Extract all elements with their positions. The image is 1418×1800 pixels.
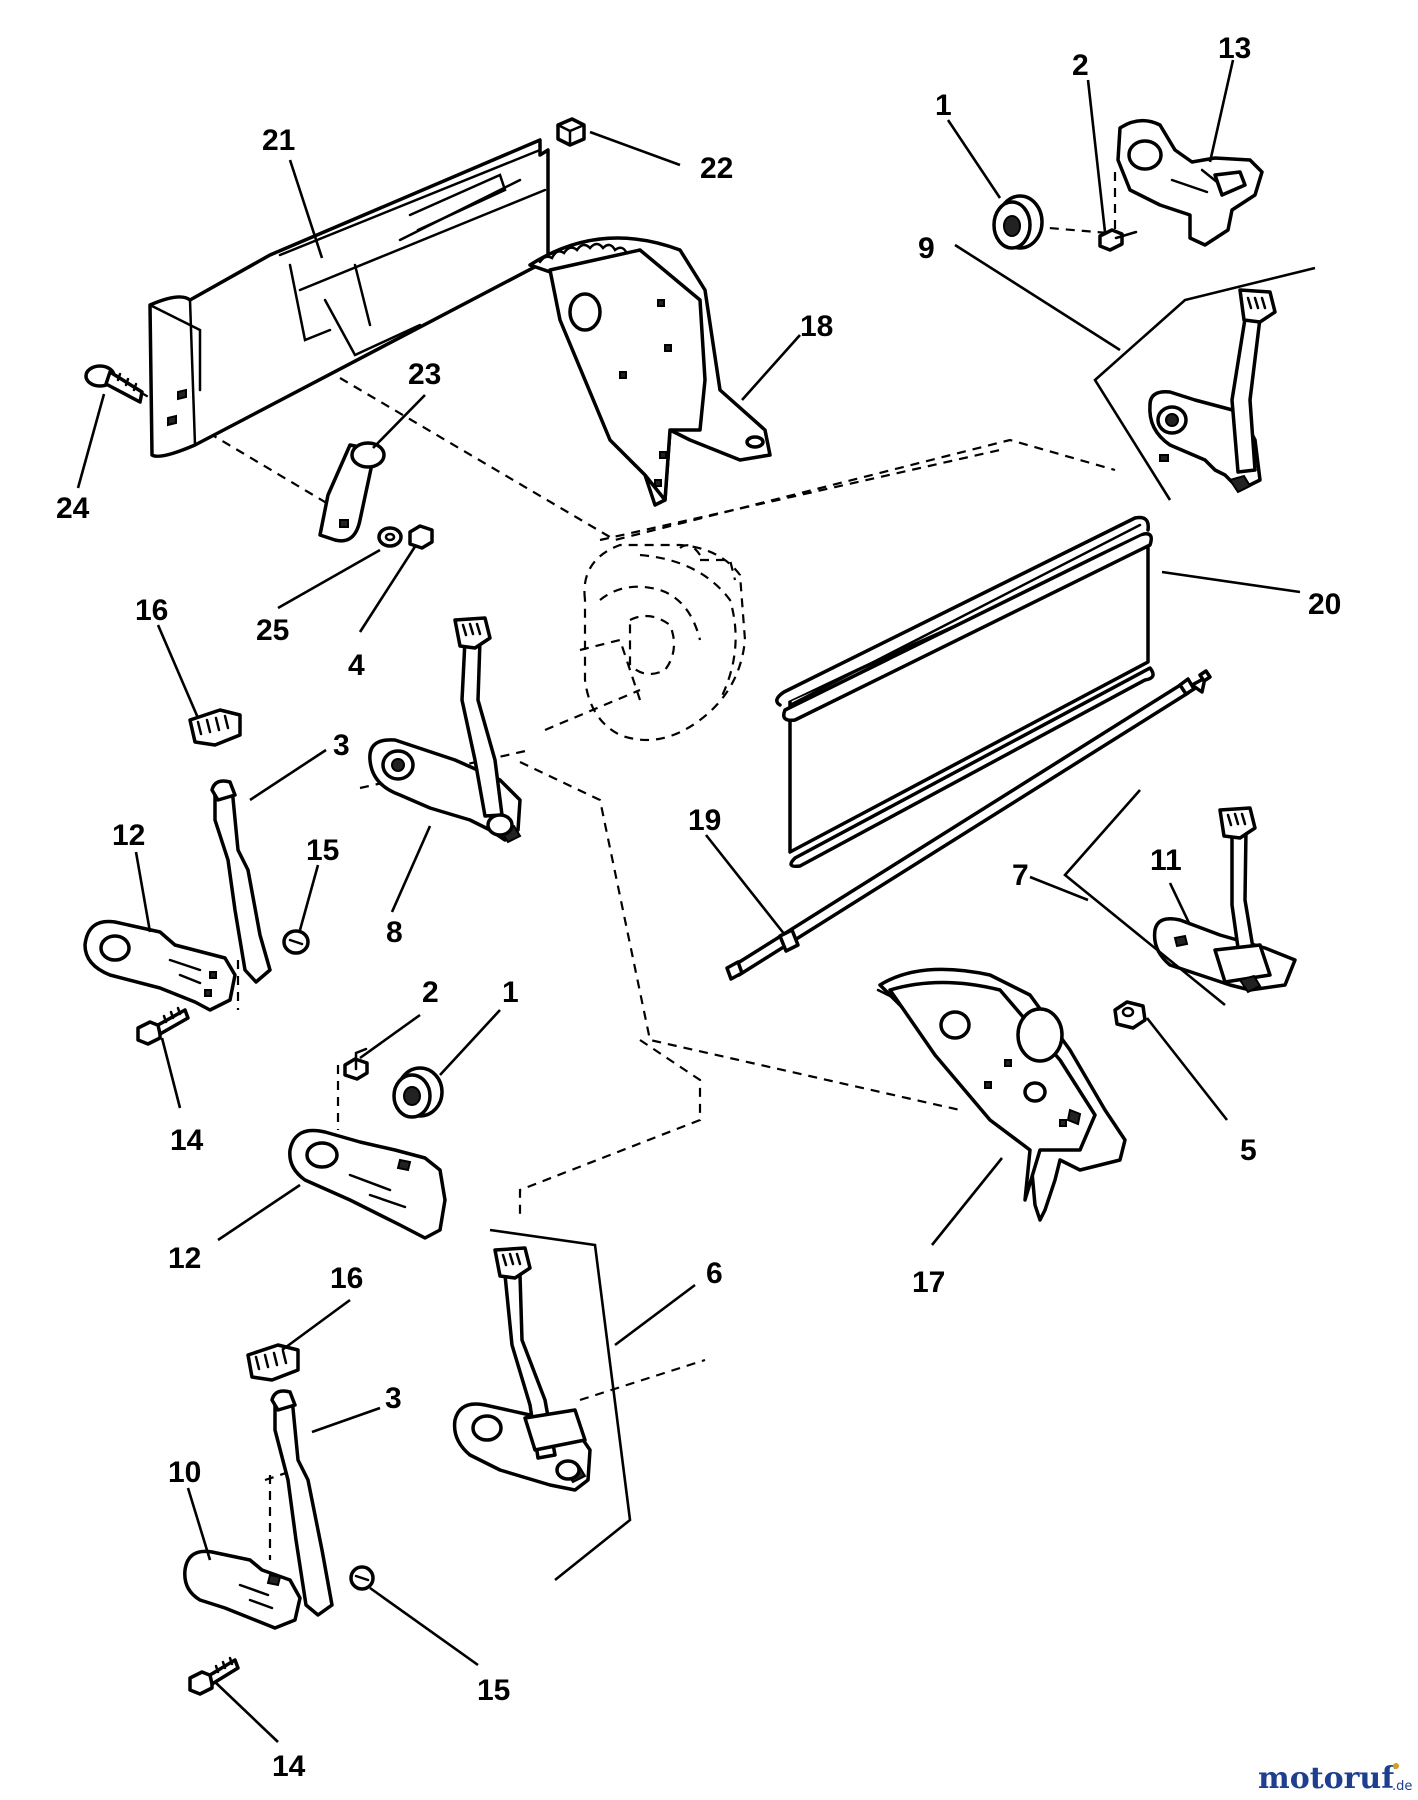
callout-9: 9 bbox=[918, 232, 935, 265]
callout-5: 5 bbox=[1240, 1134, 1257, 1167]
plate-part-12-middle bbox=[288, 1128, 447, 1240]
callout-21: 21 bbox=[262, 124, 295, 157]
leader-lines bbox=[76, 59, 1301, 1743]
plate-part-17 bbox=[876, 967, 1127, 1222]
callout-24: 24 bbox=[56, 492, 90, 525]
lever-arm-part-3-upper bbox=[210, 779, 272, 984]
watermark-brand: motoruf bbox=[1258, 1761, 1396, 1796]
watermark-suffix: .de bbox=[1392, 1779, 1412, 1794]
washer-part-25 bbox=[377, 526, 403, 548]
watermark-logo: motoruf .de bbox=[1258, 1761, 1412, 1796]
callout-19: 19 bbox=[688, 804, 721, 837]
bolt-part-2-middle bbox=[343, 1047, 369, 1081]
lever-assembly-part-8 bbox=[368, 616, 522, 844]
panel-part-20 bbox=[775, 515, 1155, 869]
assembly-dashed-lines bbox=[139, 172, 1117, 1560]
callout-2-top: 2 bbox=[1072, 49, 1089, 82]
callout-14-upper: 14 bbox=[170, 1124, 204, 1157]
callout-22: 22 bbox=[700, 152, 733, 185]
callout-6: 6 bbox=[706, 1257, 723, 1290]
callout-17: 17 bbox=[912, 1266, 945, 1299]
callout-15-lower: 15 bbox=[477, 1674, 510, 1707]
motor-dashed-outline bbox=[579, 543, 747, 742]
plate-part-13 bbox=[1116, 118, 1264, 247]
washer-part-15-upper bbox=[282, 929, 310, 955]
washer-part-15-lower bbox=[349, 1565, 375, 1591]
callout-16-upper: 16 bbox=[135, 594, 168, 627]
lever-arm-part-3-lower bbox=[270, 1389, 334, 1617]
lever-assembly-part-9 bbox=[1148, 288, 1277, 494]
callout-labels: 1 2 13 21 22 9 18 23 24 25 4 20 16 3 12 … bbox=[56, 32, 1341, 1783]
callout-7: 7 bbox=[1012, 859, 1029, 892]
nut-part-5 bbox=[1113, 1000, 1147, 1030]
callout-20: 20 bbox=[1308, 588, 1341, 621]
watermark-dot bbox=[1393, 1763, 1399, 1769]
bolt-part-14-upper bbox=[136, 1006, 190, 1046]
bearing-part-1-top bbox=[992, 194, 1044, 250]
callout-11: 11 bbox=[1150, 844, 1182, 877]
callout-1-middle: 1 bbox=[502, 976, 519, 1009]
bearing-part-1-middle bbox=[392, 1066, 444, 1119]
callout-12-upper: 12 bbox=[112, 819, 145, 852]
lever-assembly-part-7 bbox=[1152, 806, 1297, 994]
callout-18: 18 bbox=[800, 310, 833, 343]
lever-assembly-part-6 bbox=[452, 1246, 592, 1492]
bolt-part-24 bbox=[84, 364, 144, 404]
plate-part-10 bbox=[183, 1549, 302, 1630]
callout-13: 13 bbox=[1218, 32, 1251, 65]
callout-14-lower: 14 bbox=[272, 1750, 306, 1783]
callout-10: 10 bbox=[168, 1456, 201, 1489]
rod-part-19 bbox=[725, 669, 1212, 981]
callout-16-lower: 16 bbox=[330, 1262, 363, 1295]
callout-4: 4 bbox=[348, 649, 365, 682]
callout-1-top: 1 bbox=[935, 89, 952, 122]
plate-part-12-upper bbox=[83, 919, 237, 1012]
nut-part-4 bbox=[408, 524, 434, 550]
nut-part-22 bbox=[556, 117, 586, 147]
callout-3-lower: 3 bbox=[385, 1382, 402, 1415]
housing-part-21 bbox=[148, 138, 550, 458]
callout-23: 23 bbox=[408, 358, 441, 391]
bolt-part-14-lower bbox=[188, 1656, 240, 1696]
bracket-part-23 bbox=[318, 441, 386, 543]
callout-2-middle: 2 bbox=[422, 976, 439, 1009]
gear-plate-part-18 bbox=[528, 236, 772, 507]
callout-12-middle: 12 bbox=[168, 1242, 201, 1275]
callout-8: 8 bbox=[386, 916, 403, 949]
callout-25: 25 bbox=[256, 614, 289, 647]
knob-part-16-lower bbox=[246, 1343, 300, 1382]
knob-part-16-upper bbox=[188, 708, 242, 747]
bolt-part-2-top bbox=[1098, 228, 1138, 252]
callout-15-upper: 15 bbox=[306, 834, 339, 867]
callout-3-upper: 3 bbox=[333, 729, 350, 762]
group-bracket-lines bbox=[489, 266, 1316, 1582]
